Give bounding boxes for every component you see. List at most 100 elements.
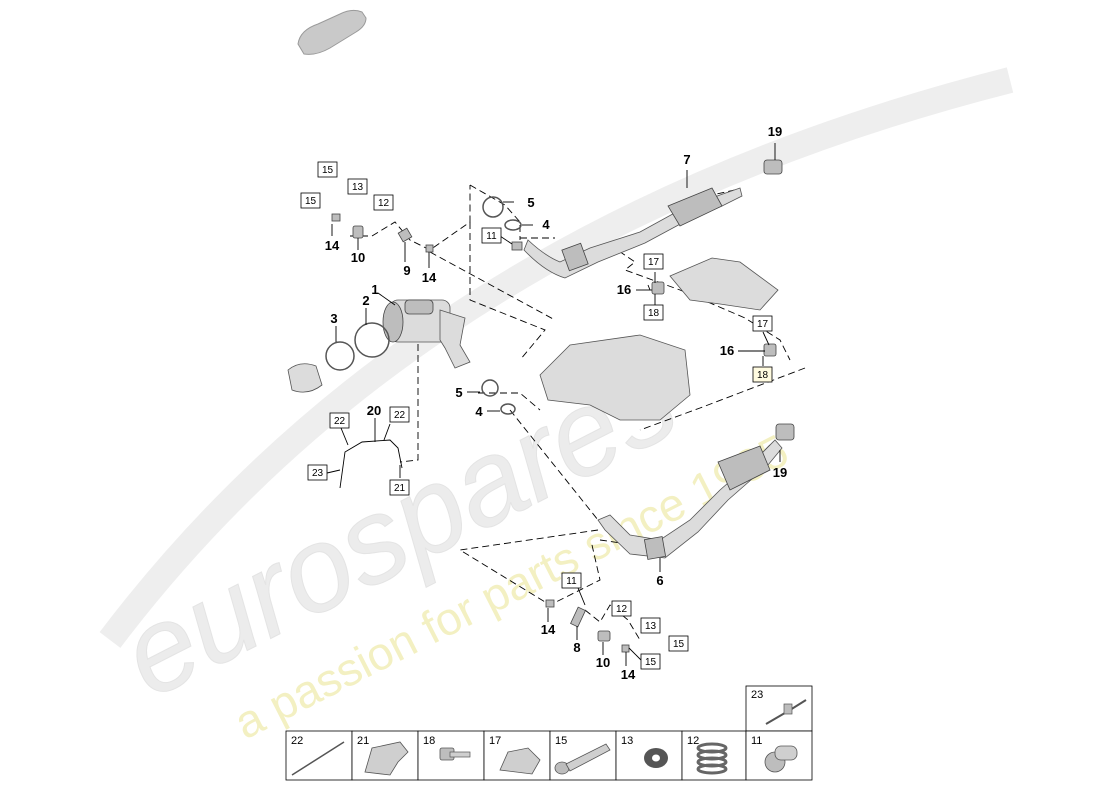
callout-1: 1 — [371, 282, 378, 297]
gasket-4-top — [504, 219, 522, 231]
boxed-label-21: 21 — [394, 483, 406, 494]
callout-4: 4 — [542, 217, 550, 232]
box — [668, 635, 689, 652]
callout-19: 19 — [768, 124, 782, 139]
nut-11-top — [511, 241, 523, 251]
box — [643, 253, 664, 270]
callout-14: 14 — [541, 622, 556, 637]
boxed-label-18: 18 — [648, 308, 660, 319]
screw-14-bottom-left — [545, 599, 555, 608]
cable-holder-clip-icon — [364, 741, 409, 776]
clamp-8 — [570, 606, 586, 628]
boxed-label-17: 17 — [757, 319, 769, 330]
callout-9: 9 — [403, 263, 410, 278]
gearbox-housing — [539, 334, 691, 421]
sensor-cable-20 — [339, 439, 403, 489]
clip-nut-icon — [499, 747, 541, 775]
boxed-label-17: 17 — [648, 257, 660, 268]
box — [347, 178, 368, 195]
box — [752, 366, 773, 383]
rubber-mount-19-top — [763, 159, 783, 175]
legend-label-13: 13 — [621, 735, 633, 747]
nut-14-bottom-right — [621, 644, 630, 653]
boxed-label-12: 12 — [616, 604, 628, 615]
callout-10: 10 — [351, 250, 365, 265]
callout-5: 5 — [455, 385, 462, 400]
callout-19: 19 — [773, 465, 787, 480]
box — [317, 161, 338, 178]
boxed-labels — [300, 161, 773, 670]
callout-2: 2 — [362, 293, 369, 308]
box — [389, 406, 410, 423]
callout-7: 7 — [683, 152, 690, 167]
callout-16: 16 — [617, 282, 631, 297]
bolt-icon — [554, 743, 611, 775]
legend-label-11: 11 — [751, 735, 762, 747]
callout-3: 3 — [330, 311, 337, 326]
rubber-mount-16-b — [763, 343, 777, 357]
callout-5: 5 — [527, 195, 534, 210]
legend-label-15: 15 — [555, 735, 567, 747]
seal-ring-3 — [325, 341, 355, 371]
callout-10: 10 — [596, 655, 610, 670]
callout-20: 20 — [367, 403, 381, 418]
spacer-10-bottom — [597, 630, 611, 642]
boxed-label-23: 23 — [312, 468, 324, 479]
cable-tie-head-icon — [783, 703, 793, 715]
boxed-label-12: 12 — [378, 198, 390, 209]
legend-label-17: 17 — [489, 735, 501, 747]
watermark-swoosh — [99, 67, 1014, 648]
legend-cell-23 — [745, 685, 813, 732]
boxed-label-18: 18 — [757, 370, 769, 381]
callout-6: 6 — [656, 573, 663, 588]
rubber-mount-bolt-icon — [439, 747, 471, 761]
spring-icon — [696, 742, 728, 775]
boxed-label-15: 15 — [645, 657, 657, 668]
legend-label-18: 18 — [423, 735, 435, 747]
rubber-mount-16-a — [651, 281, 665, 295]
box — [389, 479, 410, 496]
callout-14: 14 — [422, 270, 437, 285]
parts — [287, 159, 795, 653]
boxed-label-22: 22 — [334, 416, 346, 427]
watermark: eurospares a passion for parts since 198… — [99, 67, 1014, 749]
callout-16: 16 — [720, 343, 734, 358]
box — [752, 315, 773, 332]
boxed-label-13: 13 — [645, 621, 657, 632]
callout-numbers: 19 7 5 4 14 10 9 14 16 1 2 3 16 5 4 20 1… — [325, 124, 787, 682]
leader-lines — [326, 143, 781, 666]
cable-tie-strip-icon — [291, 741, 345, 776]
mounting-bracket — [669, 257, 779, 311]
legend-label-12: 12 — [687, 735, 699, 747]
car-silhouette-icon — [297, 9, 367, 55]
box — [640, 617, 661, 634]
seal-ring-5-mid — [481, 379, 499, 397]
box — [307, 464, 328, 481]
legend-label-22: 22 — [291, 735, 303, 747]
box — [643, 304, 664, 321]
boxed-label-15: 15 — [673, 639, 685, 650]
boxed-label-11: 11 — [566, 576, 577, 587]
clamp-ring-2 — [354, 322, 390, 358]
rubber-mount-19-bottom — [775, 423, 795, 441]
turbocharger-outlet — [287, 363, 323, 393]
parts-legend: 23 22 21 18 17 15 13 12 11 — [285, 685, 813, 781]
box — [373, 194, 394, 211]
pipe-catalytic-converter-6 — [597, 439, 783, 560]
box — [611, 600, 632, 617]
boxed-label-13: 13 — [352, 182, 364, 193]
callout-4: 4 — [475, 404, 483, 419]
box — [561, 572, 582, 589]
legend-label-23: 23 — [751, 689, 763, 701]
clamp-9 — [397, 227, 413, 243]
catalytic-converter-1 — [382, 299, 471, 369]
pipe-catalytic-converter-7 — [523, 187, 743, 279]
gasket-4-mid — [500, 403, 516, 415]
screw-14-top — [331, 213, 341, 222]
seal-ring-5-top — [482, 196, 504, 218]
nut-14-top — [425, 244, 434, 253]
washer-icon — [644, 748, 668, 768]
box — [329, 412, 350, 429]
boxed-label-15: 15 — [322, 165, 334, 176]
